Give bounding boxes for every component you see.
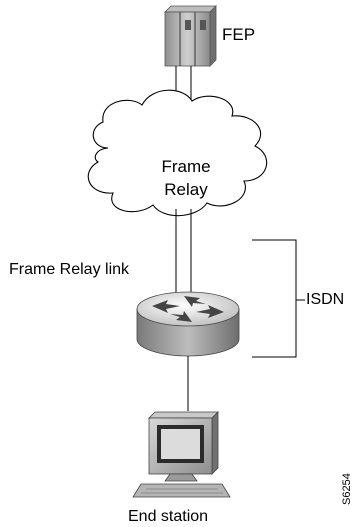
cloud-label-line-1: Frame — [161, 157, 211, 176]
frame-relay-cloud-label: Frame Relay — [150, 155, 222, 201]
figure-id: S6254 — [341, 473, 353, 505]
isdn-bracket — [252, 239, 297, 358]
fep-label: FEP — [222, 25, 256, 44]
cloud-label-line-2: Relay — [164, 180, 208, 199]
end-station-icon — [132, 411, 231, 498]
isdn-label: ISDN — [306, 291, 345, 308]
frame-relay-link-label: Frame Relay link — [9, 261, 130, 278]
end-station-label: End station — [128, 508, 209, 525]
frame-relay-cloud — [87, 89, 268, 217]
fep-icon — [164, 5, 217, 67]
router-icon — [136, 291, 240, 357]
